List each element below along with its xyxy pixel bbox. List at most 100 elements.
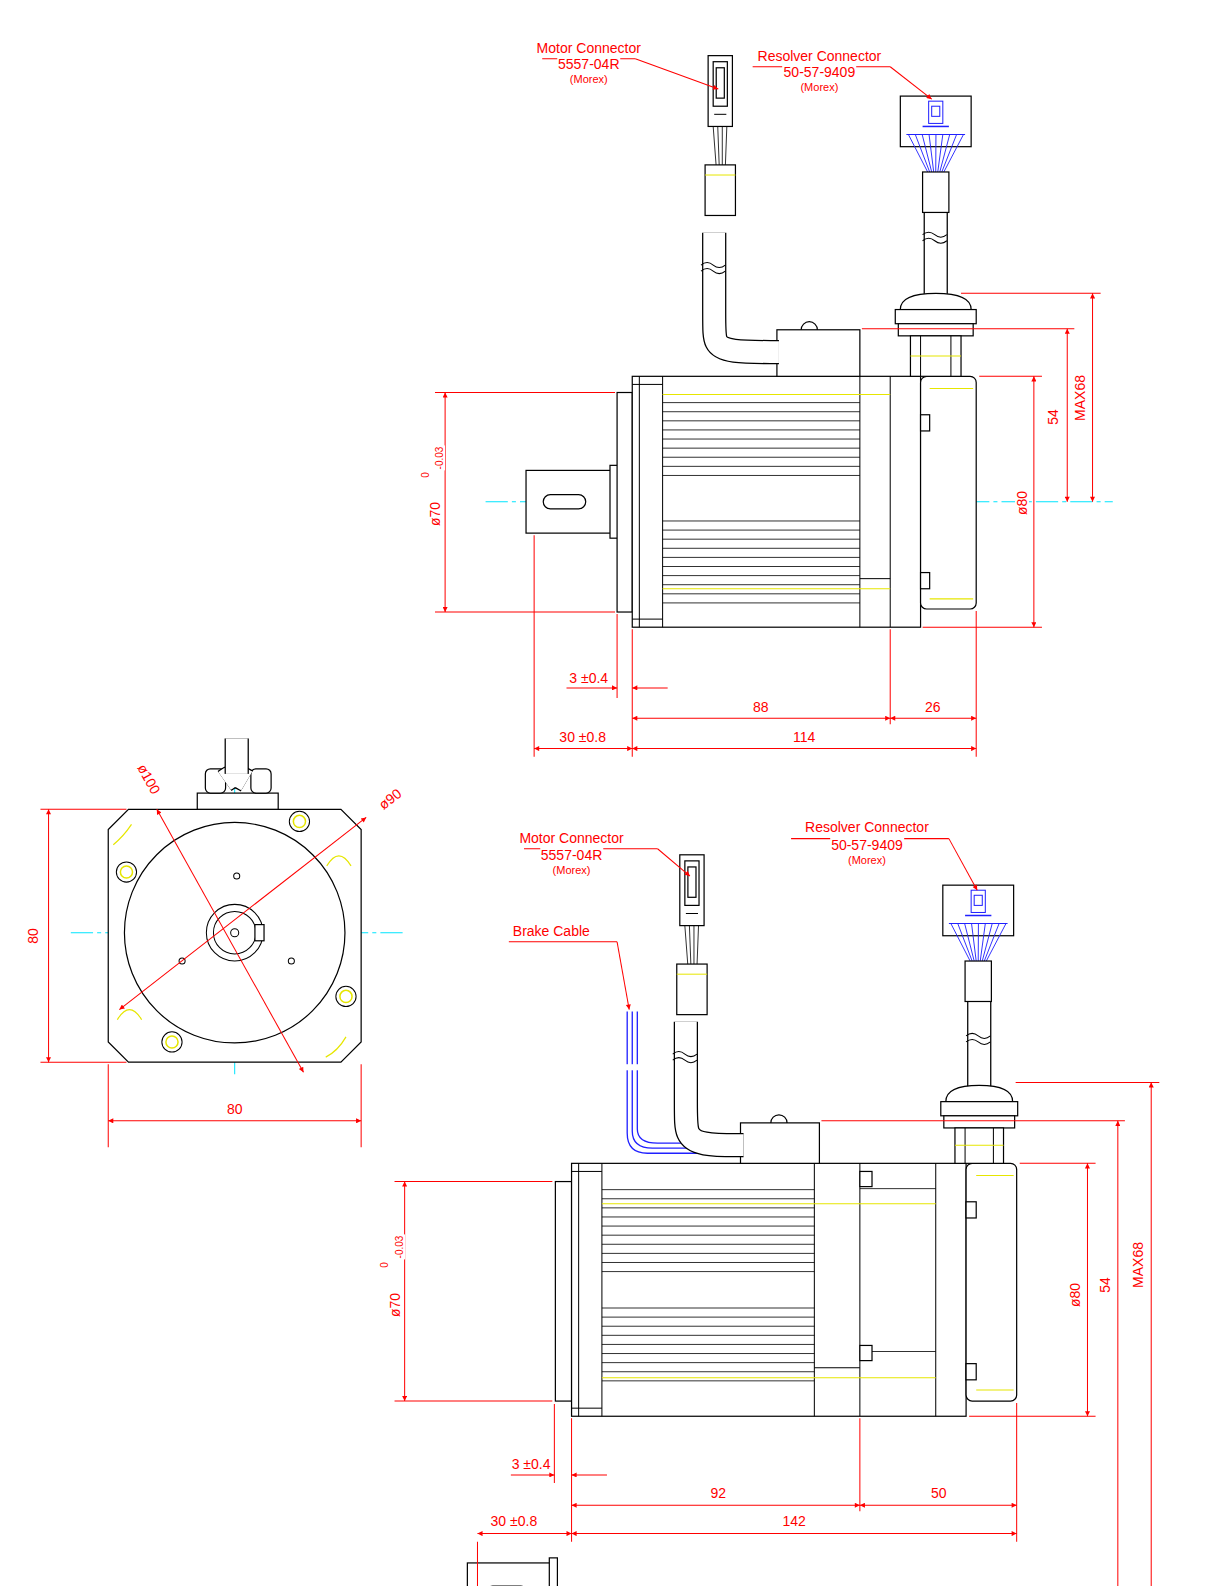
motor-cable [714, 233, 779, 352]
corner-arc [113, 824, 131, 844]
callout-label: Brake Cable [512, 924, 591, 938]
wire [980, 924, 985, 961]
extension-line [554, 1404, 555, 1483]
yellow-line [602, 1377, 936, 1378]
extension-line [534, 535, 535, 757]
cable-sleeve [923, 172, 949, 212]
yellow-line [910, 356, 961, 357]
cooling-fin [663, 602, 860, 603]
wire [972, 924, 977, 961]
cable-gland [944, 1116, 1015, 1128]
bolt [966, 1364, 976, 1380]
corner-arc [326, 1037, 346, 1057]
cooling-fin [663, 530, 860, 531]
tolerance-label: -0.03 [395, 1235, 405, 1260]
dimension-label: 92 [709, 1486, 727, 1500]
shaft-key [255, 925, 264, 941]
extension-line [1020, 1163, 1096, 1164]
extension-line [395, 1401, 553, 1402]
part-number: 50-57-9409 [783, 65, 857, 79]
wire [951, 924, 970, 961]
resolver-housing [921, 376, 977, 609]
cooling-fin [663, 402, 860, 403]
pilot [555, 1182, 571, 1402]
extension-line [976, 611, 977, 757]
dimension-line [157, 809, 304, 1072]
dimension-label: 26 [924, 700, 942, 714]
cooling-fin [663, 557, 860, 558]
wire [984, 924, 999, 961]
part-line [860, 578, 890, 579]
extension-line [862, 328, 1074, 329]
extension-line [961, 293, 1101, 294]
dimension-line [1067, 329, 1068, 502]
cable-gland [941, 1102, 1018, 1116]
mounting-hole [162, 1032, 182, 1052]
yellow-line [976, 1175, 1013, 1176]
cooling-fin [663, 575, 860, 576]
tapped-hole [234, 873, 240, 879]
connector-latch [965, 915, 991, 917]
tapped-hole [288, 958, 294, 964]
cooling-fin [602, 1362, 814, 1363]
wire [689, 926, 691, 966]
cooling-fin [602, 1317, 814, 1318]
cable-break [673, 1058, 697, 1063]
cable-break [966, 1033, 990, 1038]
extension-line [435, 612, 615, 613]
motor-cable [226, 738, 248, 773]
connector-latch [923, 126, 949, 128]
extension-line [435, 392, 615, 393]
cable-break [701, 269, 725, 274]
part-line [632, 619, 662, 620]
cable-gland [900, 293, 971, 309]
leader-line [949, 839, 977, 891]
dimension-line [890, 718, 976, 719]
part-line [814, 1367, 860, 1368]
leader-line [890, 67, 931, 99]
maker-note: (Morex) [569, 73, 609, 84]
connector-latch [932, 106, 940, 116]
leader-line [617, 942, 629, 1010]
motor-connector [680, 855, 704, 926]
wire [722, 126, 723, 166]
cooling-fin [602, 1235, 814, 1236]
leader-line [572, 1474, 607, 1475]
cooling-fin [663, 593, 860, 594]
cooling-fin [602, 1353, 814, 1354]
cable-gland [251, 769, 271, 793]
motor-cable [686, 1022, 744, 1145]
cooling-fin [663, 448, 860, 449]
terminal-box [740, 1123, 819, 1163]
dimension-label: ø70 [388, 1292, 402, 1318]
wire [929, 135, 934, 172]
sleeve-band [677, 974, 707, 975]
cooling-fin [663, 475, 860, 476]
cable-sleeve [705, 165, 735, 216]
cooling-fin [602, 1326, 814, 1327]
corner-arc [327, 856, 351, 866]
mounting-hole [120, 866, 132, 878]
dimension-label: 3 ±0.4 [568, 671, 609, 685]
mounting-hole [289, 811, 309, 831]
part-line [578, 1163, 579, 1416]
dimension-line [1033, 376, 1034, 627]
extension-line [617, 614, 618, 698]
bolt [860, 1345, 872, 1360]
leader-line [632, 687, 667, 688]
flange-outline [108, 809, 361, 1062]
dimension-line [632, 748, 976, 749]
pilot-circle [124, 822, 345, 1043]
dimension-line [1087, 1163, 1088, 1416]
extension-line [1016, 1082, 1160, 1083]
motor-cable [225, 776, 247, 781]
extension-line [395, 1181, 553, 1182]
cooling-fin [602, 1198, 814, 1199]
mounting-hole [166, 1036, 178, 1048]
cable-gland [955, 1128, 1004, 1163]
bolt [966, 1202, 976, 1218]
mounting-hole [340, 990, 352, 1002]
shaft-keyway [543, 495, 585, 509]
wire [935, 135, 936, 172]
connector-latch [974, 895, 982, 905]
